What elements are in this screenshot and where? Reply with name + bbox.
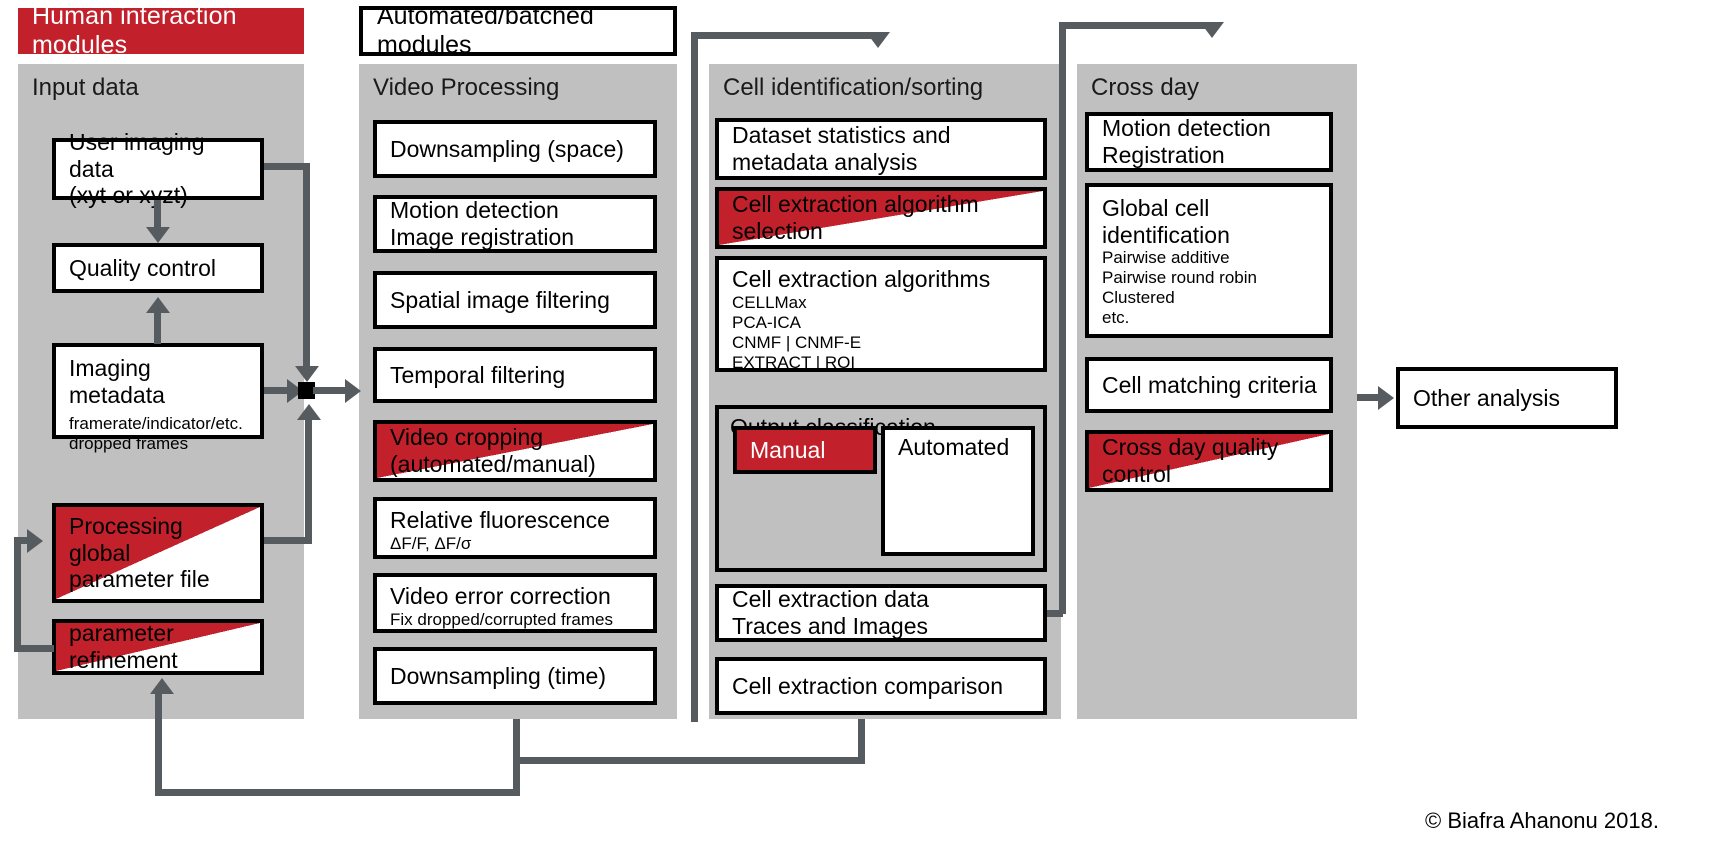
group-cross-day-title: Cross day <box>1091 74 1200 101</box>
connector-cell-down-to-feedback <box>858 719 865 759</box>
connector-refine-loop-bottom <box>14 645 54 652</box>
arrow-into-cell-identification <box>866 32 890 48</box>
node-cell-extraction-algorithms-title: Cell extraction algorithms <box>732 266 991 292</box>
connector-user-down <box>303 163 310 370</box>
node-motion-detection-registration[interactable]: Motion detection Image registration <box>373 195 657 253</box>
node-downsampling-space-title: Downsampling (space) <box>390 135 624 162</box>
node-cell-extraction-algorithm-selection[interactable]: Cell extraction algorithm selection <box>715 187 1047 249</box>
node-relative-fluorescence[interactable]: Relative fluorescence ΔF/F, ΔF/σ <box>373 497 657 559</box>
arrow-user-into-junction <box>295 366 319 382</box>
node-dataset-statistics[interactable]: Dataset statistics and metadata analysis <box>715 118 1047 180</box>
arrow-into-cross-day <box>1200 22 1224 38</box>
connector-cell-to-crossday-top <box>1059 22 1215 29</box>
connector-refine-loop-vertical <box>14 537 21 648</box>
arrow-junction-to-video <box>345 379 361 403</box>
connector-globalparam-right <box>264 537 312 544</box>
node-other-analysis-title: Other analysis <box>1413 384 1561 411</box>
connector-crossday-to-other <box>1357 394 1383 401</box>
arrow-refine-into-globalparam <box>27 529 43 553</box>
connector-globalparam-up <box>305 420 312 540</box>
connector-feedback-vertical-left <box>155 692 162 796</box>
connector-refine-loop-top <box>14 537 30 544</box>
node-cell-extraction-comparison-title: Cell extraction comparison <box>732 672 1004 699</box>
node-crossday-motion-registration[interactable]: Motion detection Registration <box>1085 112 1333 172</box>
legend-human-interaction-label: Human interaction modules <box>32 2 237 59</box>
connector-metadata-right <box>264 387 294 394</box>
node-cell-extraction-algorithm-selection-title: Cell extraction algorithm selection <box>732 191 979 244</box>
node-cell-extraction-data-title: Cell extraction data Traces and Images <box>732 586 929 639</box>
node-user-imaging-data[interactable]: User imaging data (xyt or xyzt) <box>52 129 264 208</box>
node-temporal-filtering[interactable]: Temporal filtering <box>373 347 657 403</box>
node-cell-extraction-data[interactable]: Cell extraction data Traces and Images <box>715 584 1047 642</box>
connector-extraction-data-to-riser <box>1047 610 1063 617</box>
node-crossday-quality-control[interactable]: Cross day quality control <box>1085 430 1333 492</box>
copyright-notice: © Biafra Ahanonu 2018. <box>1425 808 1659 833</box>
node-video-error-correction[interactable]: Video error correction Fix dropped/corru… <box>373 573 657 633</box>
connector-video-right-riser <box>691 32 698 722</box>
node-downsampling-space[interactable]: Downsampling (space) <box>373 120 657 178</box>
connector-metadata-to-quality <box>154 310 161 344</box>
node-motion-detection-registration-title: Motion detection Image registration <box>390 197 575 250</box>
legend-automated-batched-label: Automated/batched modules <box>377 2 594 59</box>
node-output-automated[interactable]: Automated <box>881 426 1035 556</box>
node-video-error-correction-title: Video error correction <box>390 583 611 609</box>
arrow-globalparam-into-junction <box>297 404 321 420</box>
group-cell-identification-title: Cell identification/sorting <box>723 74 984 101</box>
arrow-crossday-to-other <box>1378 386 1394 410</box>
node-dataset-statistics-title: Dataset statistics and metadata analysis <box>732 122 951 175</box>
node-imaging-metadata[interactable]: Imaging metadata framerate/indicator/etc… <box>52 343 264 453</box>
node-parameter-refinement-title: parameter refinement <box>69 620 178 673</box>
node-crossday-quality-control-title: Cross day quality control <box>1102 434 1279 487</box>
arrow-user-to-quality <box>146 227 170 243</box>
node-user-imaging-data-title: User imaging data (xyt or xyzt) <box>69 129 205 209</box>
arrow-feedback-into-parameter-refinement <box>150 678 174 694</box>
connector-feedback-bottom-1 <box>155 789 520 796</box>
node-downsampling-time[interactable]: Downsampling (time) <box>373 647 657 705</box>
node-video-cropping-title: Video cropping (automated/manual) <box>390 424 596 477</box>
connector-user-right <box>264 163 310 170</box>
node-crossday-motion-registration-title: Motion detection Registration <box>1102 115 1271 168</box>
node-downsampling-time-title: Downsampling (time) <box>390 662 607 689</box>
node-global-cell-identification-sub: Pairwise additive Pairwise round robin C… <box>1102 248 1257 328</box>
group-input-data-title: Input data <box>32 74 139 101</box>
node-output-automated-title: Automated <box>898 434 1010 460</box>
node-processing-global-parameter-file[interactable]: Processing global parameter file <box>52 503 264 603</box>
node-relative-fluorescence-title: Relative fluorescence <box>390 507 610 533</box>
node-temporal-filtering-title: Temporal filtering <box>390 361 566 388</box>
node-quality-control-title: Quality control <box>69 254 217 281</box>
node-cell-matching-criteria-title: Cell matching criteria <box>1102 371 1317 398</box>
legend-automated-batched: Automated/batched modules <box>359 2 677 59</box>
node-cell-extraction-algorithms-sub: CELLMax PCA-ICA CNMF | CNMF-E EXTRACT | … <box>732 292 862 372</box>
node-cell-extraction-comparison[interactable]: Cell extraction comparison <box>715 657 1047 715</box>
node-other-analysis[interactable]: Other analysis <box>1396 367 1618 429</box>
node-video-cropping[interactable]: Video cropping (automated/manual) <box>373 420 657 482</box>
connector-cell-right-riser <box>1059 22 1066 614</box>
group-video-processing-title: Video Processing <box>373 74 560 101</box>
connector-video-to-cell-top <box>691 32 881 39</box>
node-relative-fluorescence-sub: ΔF/F, ΔF/σ <box>390 533 472 553</box>
node-imaging-metadata-sub: framerate/indicator/etc. dropped frames <box>69 414 243 454</box>
node-output-manual-title: Manual <box>750 436 826 463</box>
junction-node-input-merge <box>298 382 315 399</box>
node-processing-global-parameter-file-title: Processing global parameter file <box>69 513 210 593</box>
node-global-cell-identification-title: Global cell identification <box>1102 195 1230 248</box>
arrow-metadata-to-quality <box>146 297 170 313</box>
node-parameter-refinement[interactable]: parameter refinement <box>52 619 264 675</box>
node-output-manual[interactable]: Manual <box>733 426 877 474</box>
connector-user-to-quality <box>154 200 161 230</box>
node-cell-extraction-algorithms[interactable]: Cell extraction algorithms CELLMax PCA-I… <box>715 256 1047 372</box>
legend-human-interaction: Human interaction modules <box>18 2 304 59</box>
connector-junction-to-video <box>313 387 349 394</box>
node-spatial-image-filtering-title: Spatial image filtering <box>390 286 610 313</box>
node-imaging-metadata-title: Imaging metadata <box>69 355 165 408</box>
node-spatial-image-filtering[interactable]: Spatial image filtering <box>373 271 657 329</box>
node-quality-control[interactable]: Quality control <box>52 243 264 293</box>
node-cell-matching-criteria[interactable]: Cell matching criteria <box>1085 357 1333 413</box>
connector-feedback-bottom-2 <box>513 757 865 764</box>
node-global-cell-identification[interactable]: Global cell identification Pairwise addi… <box>1085 183 1333 338</box>
connector-video-down-to-feedback <box>513 719 520 789</box>
node-video-error-correction-sub: Fix dropped/corrupted frames <box>390 609 613 629</box>
